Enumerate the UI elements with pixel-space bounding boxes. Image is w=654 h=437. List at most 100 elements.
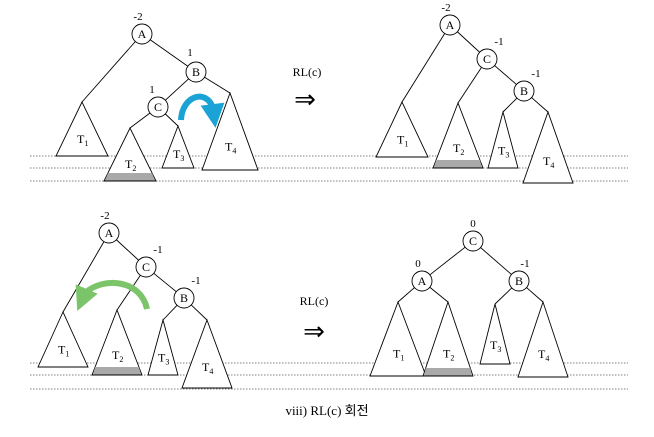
- subtree-label: T1: [77, 132, 88, 148]
- implies-arrow-icon: ⇒: [303, 317, 325, 347]
- subtree-triangle-T3: [147, 318, 179, 376]
- node-circle-B: [185, 61, 207, 83]
- subtree-triangle-T1: [369, 300, 427, 377]
- operation-label: RL(c): [300, 294, 329, 308]
- node-label-A: A: [418, 274, 427, 288]
- subtree-edge: [116, 275, 141, 311]
- rotate-left-arrow-icon: [75, 279, 150, 312]
- subtree-triangle-T4: [522, 110, 574, 184]
- balance-factor-C: -1: [153, 244, 162, 256]
- subtree-edge: [164, 113, 179, 127]
- node-circle-C: [135, 256, 157, 278]
- subtree-edge: [81, 41, 136, 103]
- subtree-label: T4: [225, 139, 236, 155]
- subtree-triangle-T4: [181, 318, 233, 389]
- node-circle-B: [173, 287, 195, 309]
- rotate-right-arrow-icon: [178, 93, 225, 128]
- figure-caption: viii) RL(c) 회전: [285, 403, 369, 418]
- subtree-triangle-T4: [201, 91, 259, 171]
- subtree-shade: [93, 367, 141, 375]
- subtree-triangle-T3: [479, 303, 511, 365]
- node-circle-B: [508, 270, 530, 292]
- node-label-B: B: [515, 274, 523, 288]
- node-circle-A: [411, 270, 433, 292]
- node-circle-B: [513, 80, 535, 102]
- subtree-label: T2: [453, 141, 464, 157]
- subtree-triangle-T3: [487, 110, 519, 169]
- tree-edge: [480, 247, 512, 275]
- balance-factor-B: -1: [520, 258, 529, 270]
- subtree-edge: [162, 304, 178, 321]
- subtree-label: T3: [158, 351, 169, 367]
- subtree-label: T2: [125, 157, 136, 173]
- balance-factor-C: -1: [494, 36, 503, 48]
- subtree-edge: [129, 112, 151, 129]
- node-label-B: B: [520, 84, 528, 98]
- node-label-A: A: [138, 27, 147, 41]
- subtree-triangle-T1: [55, 100, 109, 157]
- subtree-edge: [397, 287, 415, 303]
- node-label-B: B: [192, 65, 200, 79]
- balance-factor-B: 1: [187, 47, 193, 59]
- subtree-triangle-T2: [103, 126, 157, 182]
- balance-factor-A: -2: [100, 210, 109, 222]
- tree-edge: [494, 65, 517, 85]
- subtree-label: T3: [173, 147, 184, 163]
- operation-label: RL(c): [293, 65, 322, 79]
- node-label-C: C: [142, 260, 150, 274]
- node-circle-A: [131, 23, 153, 45]
- implies-arrow-icon: ⇒: [294, 85, 316, 115]
- subtree-edge: [502, 97, 518, 113]
- subtree-shade: [434, 160, 482, 168]
- node-circle-C: [462, 230, 484, 252]
- subtree-triangle-T3: [161, 124, 195, 169]
- subtree-edge: [531, 97, 549, 113]
- node-label-A: A: [105, 226, 114, 240]
- subtree-triangle-T1: [37, 310, 89, 368]
- tree-edge: [429, 246, 466, 276]
- node-circle-C: [476, 48, 498, 70]
- subtree-label: T3: [490, 338, 501, 354]
- subtree-triangle-T1: [375, 100, 429, 158]
- subtree-edge: [526, 287, 544, 303]
- subtree-label: T4: [538, 347, 549, 363]
- tree-edge: [153, 272, 177, 293]
- subtree-triangle-T4: [517, 300, 569, 378]
- node-label-C: C: [469, 234, 477, 248]
- subtree-edge: [494, 287, 513, 305]
- subtree-triangle-T2: [91, 308, 143, 376]
- balance-factor-B: -1: [191, 275, 200, 287]
- subtree-label: T4: [202, 360, 213, 376]
- node-label-C: C: [483, 52, 491, 66]
- node-label-C: C: [154, 100, 162, 114]
- node-circle-C: [147, 96, 169, 118]
- subtree-label: T3: [498, 143, 509, 159]
- balance-factor-C: 0: [470, 218, 476, 230]
- node-circle-A: [439, 14, 461, 36]
- subtree-triangle-T2: [432, 101, 484, 169]
- tree-edge: [116, 239, 139, 261]
- subtree-label: T1: [393, 346, 404, 362]
- subtree-label: T1: [58, 343, 69, 359]
- subtree-shade: [105, 173, 155, 181]
- subtree-edge: [429, 286, 449, 303]
- subtree-edge: [204, 76, 231, 94]
- subtree-shade: [424, 368, 472, 376]
- node-circle-A: [98, 222, 120, 244]
- subtree-label: T4: [543, 154, 554, 170]
- operations: RL(c) ⇒ RL(c) ⇒: [75, 65, 329, 347]
- tree-edge: [149, 39, 189, 67]
- subtree-label: T2: [443, 346, 454, 362]
- subtree-edge: [62, 241, 105, 313]
- balance-factor-C: 1: [149, 84, 155, 96]
- subtree-triangle-T2: [422, 300, 474, 377]
- subtree-edge: [190, 304, 208, 321]
- tree-edge: [457, 31, 480, 53]
- balance-factor-A: 0: [415, 258, 421, 270]
- subtree-label: T2: [112, 348, 123, 364]
